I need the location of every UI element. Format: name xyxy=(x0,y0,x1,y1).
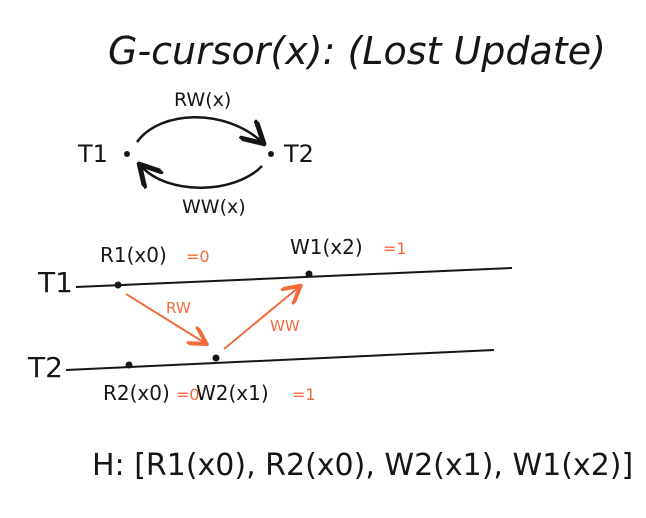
graph-node-t1-dot xyxy=(124,151,130,157)
t2-op-w2-dot xyxy=(212,354,220,362)
conflict-ww-arrow xyxy=(223,287,299,350)
conflict-rw-arrow xyxy=(125,293,205,343)
t1-op-w1-text: W1(x2) xyxy=(290,235,363,259)
edge-rw-arrow xyxy=(135,116,262,142)
edge-ww-arrow xyxy=(141,166,263,188)
t2-op-r2-text: R2(x0) xyxy=(103,381,170,405)
timeline-t1-label: T1 xyxy=(37,266,73,299)
timeline-t1-line xyxy=(75,267,513,288)
t2-op-r2-dot xyxy=(125,361,133,369)
t1-op-r1-dot xyxy=(114,281,122,289)
t1-op-w1-value: =1 xyxy=(383,239,407,258)
timeline-t2-label: T2 xyxy=(27,351,63,384)
graph-node-t1: T1 xyxy=(77,140,108,168)
timeline-t2-line xyxy=(65,349,495,371)
conflict-rw-label: RW xyxy=(166,299,191,317)
t2-op-w2-value: =1 xyxy=(292,385,316,404)
t1-op-r1-text: R1(x0) xyxy=(100,243,167,267)
edge-ww-label: WW(x) xyxy=(182,196,246,218)
edge-rw-label: RW(x) xyxy=(174,89,231,111)
graph-node-t2: T2 xyxy=(283,140,314,168)
t1-op-w1-dot xyxy=(305,270,313,278)
conflict-ww-label: WW xyxy=(270,317,300,335)
graph-node-t2-dot xyxy=(268,151,274,157)
t1-op-r1-value: =0 xyxy=(186,247,210,266)
t2-op-w2-text: W2(x1) xyxy=(196,381,269,405)
t2-op-r2-value: =0 xyxy=(176,385,200,404)
history-line: H: [R1(x0), R2(x0), W2(x1), W1(x2)] xyxy=(92,448,633,483)
page-title: G-cursor(x): (Lost Update) xyxy=(108,29,606,73)
